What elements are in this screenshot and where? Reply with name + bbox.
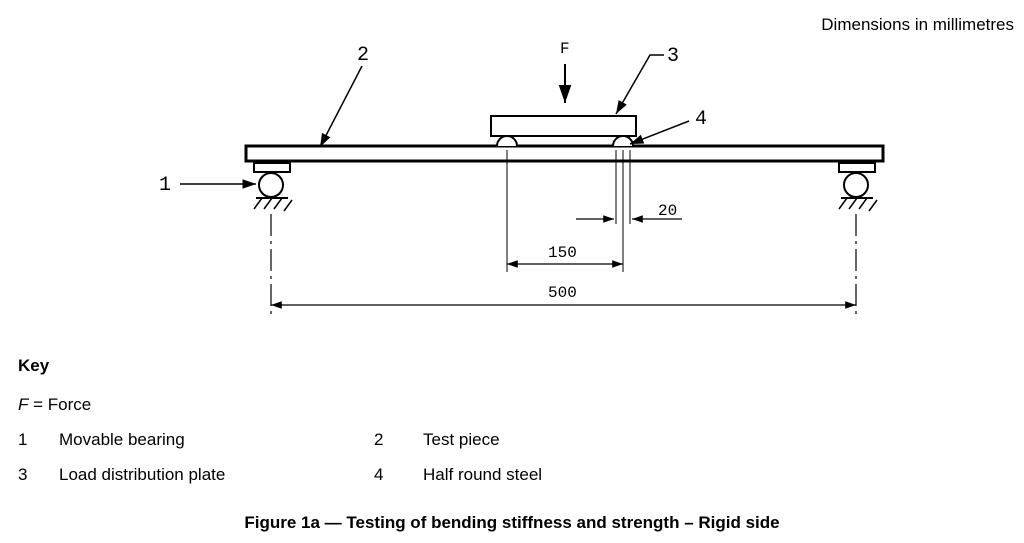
key-item-2-label: Test piece (423, 430, 500, 449)
half-round-steel-left (496, 135, 518, 147)
callout-4: 4 (695, 108, 707, 131)
callout-2-leader (319, 65, 363, 148)
dim-150-label: 150 (548, 244, 577, 262)
force-label: F (560, 40, 570, 58)
key-item-4-num: 4 (374, 465, 384, 484)
callout-3-leader (615, 54, 664, 115)
half-round-steel-right (612, 135, 634, 147)
extension-lines (506, 150, 631, 272)
test-piece-beam (244, 144, 885, 163)
dim-20-label: 20 (658, 202, 677, 220)
key-force: F = Force (18, 395, 91, 415)
dim-500-label: 500 (548, 284, 577, 302)
load-distribution-plate (490, 115, 637, 137)
figure-caption: Figure 1a — Testing of bending stiffness… (244, 513, 780, 532)
key-item-2-num: 2 (374, 430, 384, 449)
key-item-1-label: Movable bearing (59, 430, 185, 449)
key-force-symbol: F (18, 395, 29, 414)
key-title: Key (18, 356, 50, 375)
center-lines (270, 214, 857, 315)
dimensions-note: Dimensions in millimetres (821, 15, 1014, 34)
bending-test-diagram: F 1 2 3 4 20 150 500 (159, 40, 885, 315)
movable-bearing-left (253, 162, 293, 212)
key-item-3-label: Load distribution plate (59, 465, 226, 484)
callout-4-leader (629, 120, 690, 145)
key-item-1-num: 1 (18, 430, 28, 449)
callout-2: 2 (357, 44, 369, 67)
key-item-3-num: 3 (18, 465, 28, 484)
key-item-4-label: Half round steel (423, 465, 543, 484)
movable-bearing-right (838, 162, 878, 212)
callout-1: 1 (159, 174, 171, 197)
callout-3: 3 (667, 45, 679, 68)
key-force-text: = Force (33, 395, 92, 414)
